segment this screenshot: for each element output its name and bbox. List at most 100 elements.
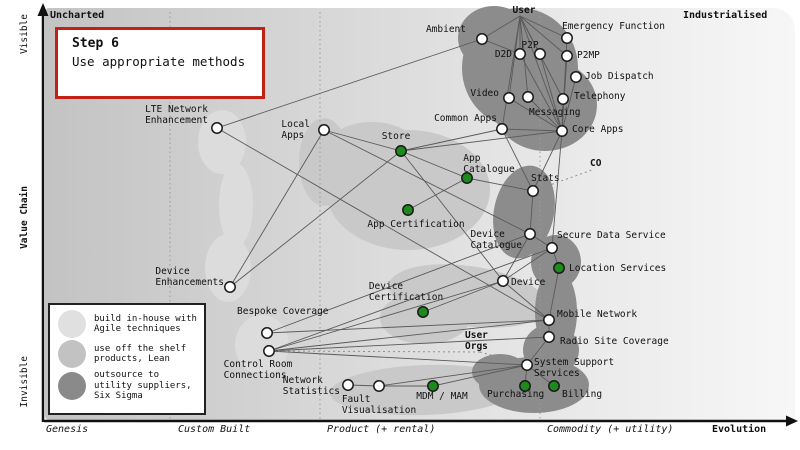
edge-common-core	[501, 128, 563, 132]
legend-item-offtheshelf: use off the shelf products, Lean	[58, 340, 200, 368]
method-blob-mid	[327, 122, 417, 174]
node-control	[263, 345, 275, 357]
edge-userorgs-control	[268, 350, 481, 353]
node-jobdispatch	[570, 71, 582, 83]
node-core	[556, 125, 568, 137]
label-syssupport: System Support Services	[534, 357, 615, 379]
legend-item-inhouse: build in-house with Agile techniques	[58, 310, 200, 338]
y-axis-label-visible: Visible	[19, 14, 30, 55]
edge-mdm-syssupport	[432, 364, 528, 387]
edge-store-core	[400, 130, 563, 152]
edge-deviceenh-store	[229, 150, 402, 288]
node-appcert	[402, 204, 414, 216]
node-telephony	[557, 93, 569, 105]
method-blob-light	[198, 110, 246, 174]
label-telephony: Telephony	[574, 91, 626, 102]
node-fault	[373, 380, 385, 392]
label-purchasing: Purchasing	[487, 389, 545, 400]
edge-local-store	[323, 129, 402, 152]
edge-user-p2mp	[519, 15, 568, 57]
label-store: Store	[381, 131, 411, 142]
label-emergency: Emergency Function	[562, 21, 665, 32]
edge-store-device	[400, 150, 504, 282]
label-billing: Billing	[562, 389, 603, 400]
node-location	[553, 262, 565, 274]
node-mobile	[543, 314, 555, 326]
label-netstats: Network Statistics	[282, 375, 340, 397]
node-devicecert	[417, 306, 429, 318]
label-bespoke: Bespoke Coverage	[237, 306, 329, 317]
edge-jobdispatch-core	[561, 76, 577, 132]
node-appcat	[461, 172, 473, 184]
edge-control-radio	[268, 336, 550, 352]
label-device: Device	[511, 277, 546, 288]
label-devicecat: Device Catalogue	[470, 229, 522, 251]
method-blob-light	[219, 163, 253, 247]
label-common: Common Apps	[434, 113, 497, 124]
edge-d2d-core	[519, 53, 563, 132]
node-syssupport	[521, 359, 533, 371]
x-axis-label-custom: Custom Built	[178, 424, 251, 435]
label-user: User	[512, 5, 536, 16]
edge-ambient-lte	[216, 38, 483, 129]
edge-common-stats	[501, 128, 534, 192]
step-subtitle: Use appropriate methods	[72, 54, 246, 69]
node-emergency	[561, 32, 573, 44]
label-d2d: D2D	[494, 49, 512, 60]
node-securedata	[546, 242, 558, 254]
label-userorgs: User Orgs	[465, 330, 488, 352]
node-d2d	[514, 48, 526, 60]
edge-store-appcat	[400, 150, 468, 179]
label-appcert: App Certification	[367, 219, 465, 230]
edge-local-devicecat	[323, 129, 531, 235]
x-axis-label-evolution: Evolution	[712, 424, 767, 435]
step-annotation-box: Step 6 Use appropriate methods	[55, 27, 265, 99]
label-mobile: Mobile Network	[557, 309, 638, 320]
edge-stats-co	[532, 169, 593, 192]
region-label-industrialised: Industrialised	[683, 10, 768, 21]
label-securedata: Secure Data Service	[557, 230, 666, 241]
node-radio	[543, 331, 555, 343]
label-control: Control Room Connections	[223, 359, 293, 381]
label-core: Core Apps	[572, 124, 624, 135]
node-devicecat	[524, 228, 536, 240]
node-ambient	[476, 33, 488, 45]
edge-control-syssupport	[268, 350, 528, 366]
edge-ambient-d2d	[481, 38, 521, 55]
edge-appcat-stats	[466, 177, 534, 192]
node-video	[503, 92, 515, 104]
label-location: Location Services	[569, 263, 667, 274]
edge-p2p-core	[539, 53, 563, 132]
edge-core-stats	[532, 130, 563, 192]
label-ambient: Ambient	[425, 24, 466, 35]
legend-swatch-light	[58, 310, 86, 338]
label-lte: LTE Network Enhancement	[145, 104, 208, 126]
node-stats	[527, 185, 539, 197]
edge-store-common	[400, 128, 503, 152]
label-stats: Stats	[531, 173, 560, 184]
edge-securedata-device	[502, 247, 553, 282]
node-purchasing	[519, 380, 531, 392]
label-mdm: MDM / MAM	[416, 391, 468, 402]
edge-user-emergency	[519, 15, 568, 39]
edge-devicecat-device	[502, 233, 531, 282]
edge-user-ambient	[481, 15, 521, 40]
node-p2mp	[561, 50, 573, 62]
label-p2mp: P2MP	[577, 50, 600, 61]
node-billing	[548, 380, 560, 392]
node-bespoke	[261, 327, 273, 339]
method-blob-dark	[493, 59, 597, 151]
legend-label: build in-house with Agile techniques	[94, 313, 197, 335]
edge-device-mobile	[502, 280, 550, 321]
legend: build in-house with Agile techniques use…	[48, 303, 206, 415]
node-messaging	[522, 91, 534, 103]
edge-fault-syssupport	[378, 364, 528, 387]
edge-location-mobile	[548, 267, 560, 321]
edge-appcat-appcert	[407, 177, 468, 211]
label-messaging: Messaging	[529, 107, 581, 118]
edge-deviceenh-local	[229, 129, 325, 288]
edge-bespoke-mobile	[266, 319, 550, 334]
label-appcat: App Catalogue	[463, 153, 515, 175]
step-title: Step 6	[72, 36, 119, 51]
